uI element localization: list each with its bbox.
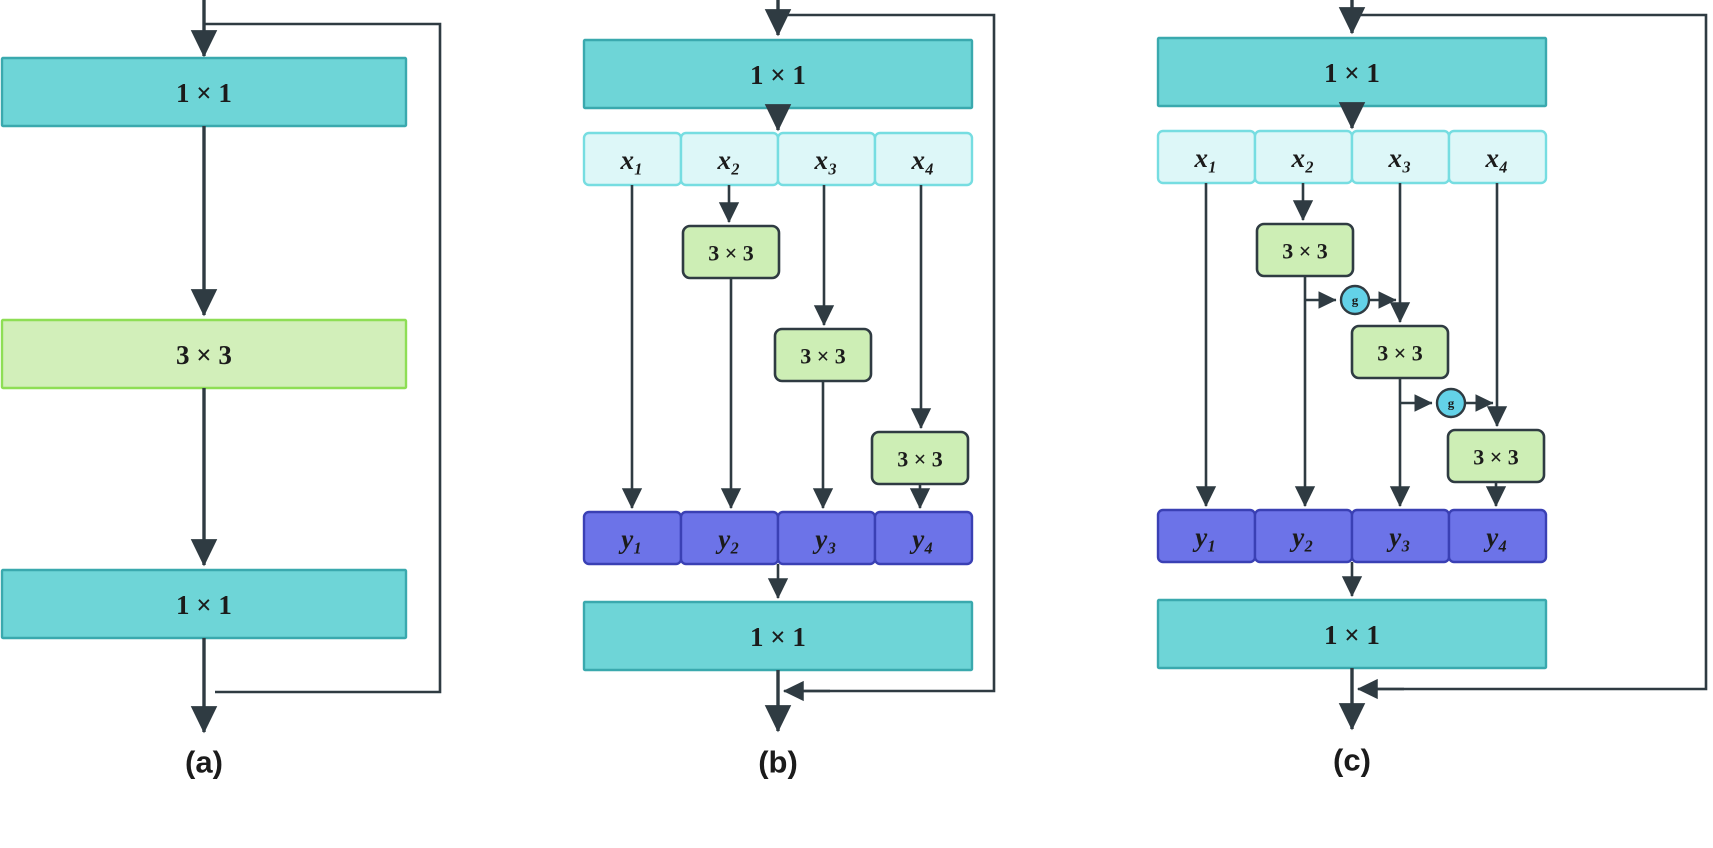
conv-1x1-bottom-a-label: 1 × 1 — [176, 590, 232, 620]
output-y4-c[interactable] — [1447, 508, 1548, 564]
output-y3-c-label: y₃ — [1386, 522, 1410, 552]
split-x1-c-label: x₁ — [1194, 143, 1218, 173]
panel-b-caption: (b) — [758, 745, 798, 780]
conv-3x3-branch4-c-label: 3 × 3 — [1473, 445, 1519, 470]
conv-3x3-branch2-c-label: 3 × 3 — [1282, 239, 1328, 264]
split-x4-c-label: x₄ — [1485, 143, 1509, 173]
panel-c-caption: (c) — [1333, 743, 1371, 778]
conv-3x3-branch4-b-label: 3 × 3 — [897, 447, 943, 472]
residual-shortcut-path-b — [778, 13, 996, 693]
output-y2-b-label: y₂ — [715, 524, 739, 554]
conv-1x1-bottom-c-label: 1 × 1 — [1324, 620, 1380, 650]
residual-shortcut-path-c — [1352, 13, 1708, 691]
panel-a-caption: (a) — [185, 745, 223, 780]
output-y2-c-label: y₂ — [1289, 522, 1313, 552]
conv-1x1-top-b-label: 1 × 1 — [750, 60, 806, 90]
panel-c: 1 × 1 x₁ x₂ x₃ x₄ 3 × 3 g — [1156, 0, 1708, 778]
conv-1x1-bottom-b-label: 1 × 1 — [750, 622, 806, 652]
conv-1x1-top-a-label: 1 × 1 — [176, 78, 232, 108]
conv-3x3-branch2-b-label: 3 × 3 — [708, 241, 754, 266]
conv-1x1-top-c-label: 1 × 1 — [1324, 58, 1380, 88]
split-x4-b[interactable] — [873, 131, 974, 187]
split-x4-b-label: x₄ — [911, 145, 935, 175]
output-y4-b-label: y₄ — [909, 524, 933, 554]
gate-g1-c-label: g — [1352, 293, 1359, 308]
residual-shortcut-path-a — [204, 22, 442, 694]
output-y3-b-label: y₃ — [812, 524, 836, 554]
gate-g2-c-label: g — [1448, 396, 1455, 411]
split-x3-c-label: x₃ — [1388, 143, 1412, 173]
output-y4-b[interactable] — [873, 510, 974, 566]
conv-3x3-branch3-c-label: 3 × 3 — [1377, 341, 1423, 366]
split-x2-b-label: x₂ — [717, 145, 741, 175]
split-x3-b-label: x₃ — [814, 145, 838, 175]
panel-a: 1 × 1 3 × 3 1 × 1 (a) — [0, 0, 442, 780]
split-x1-b-label: x₁ — [620, 145, 644, 175]
panel-b: 1 × 1 x₁ x₂ x₃ x₄ 3 × 3 3 × 3 — [582, 0, 996, 780]
output-y1-b-label: y₁ — [618, 524, 642, 554]
output-y1-c-label: y₁ — [1192, 522, 1216, 552]
conv-3x3-mid-a-label: 3 × 3 — [176, 340, 232, 370]
split-x2-c-label: x₂ — [1291, 143, 1315, 173]
conv-3x3-branch3-b-label: 3 × 3 — [800, 344, 846, 369]
output-y4-c-label: y₄ — [1483, 522, 1507, 552]
